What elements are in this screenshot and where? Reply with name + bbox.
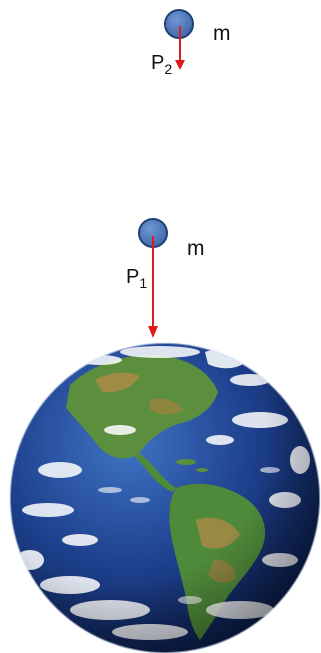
force-p1-subscript: 1	[139, 275, 147, 291]
force-arrow-p2-head	[175, 60, 185, 70]
force-p1-label: P1	[126, 266, 147, 291]
earth-globe-icon	[10, 343, 320, 653]
force-p2-label: P2	[151, 52, 172, 77]
force-arrow-p1-head	[148, 326, 158, 338]
top-mass-label: m	[213, 22, 231, 46]
bottom-mass-label: m	[187, 237, 205, 261]
force-p2-symbol: P	[151, 52, 164, 74]
force-p1-symbol: P	[126, 266, 139, 288]
force-p2-subscript: 2	[164, 61, 172, 77]
